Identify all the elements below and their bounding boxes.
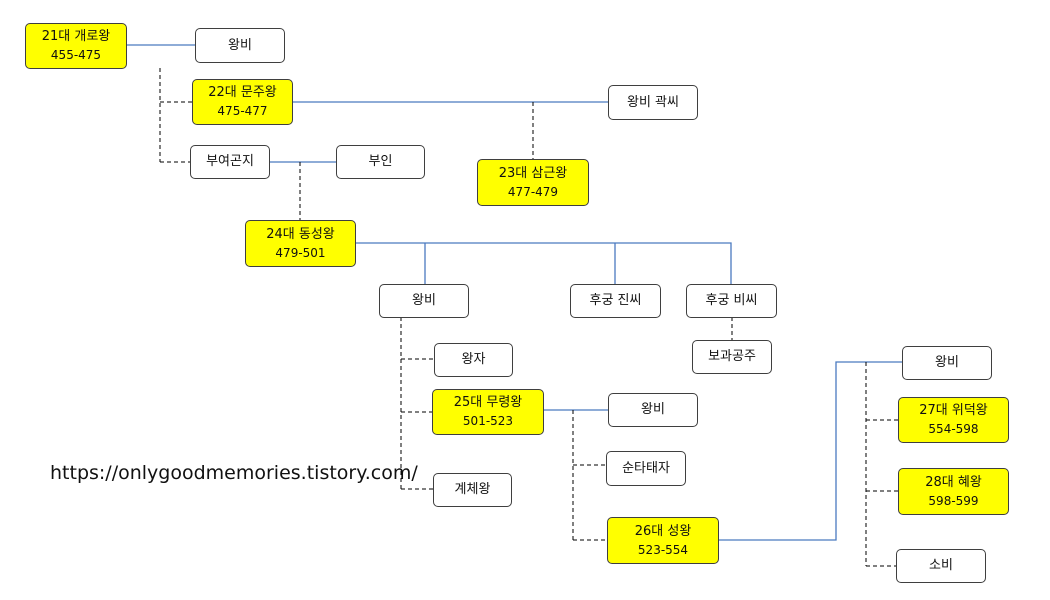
king-name: 27대 위덕왕 — [919, 403, 988, 418]
person-label: 보과공주 — [708, 349, 756, 364]
king-name: 26대 성왕 — [634, 523, 692, 539]
person-label: 후궁 진씨 — [589, 293, 642, 308]
king-22-munjuwang: 22대 문주왕 475-477 — [192, 79, 293, 125]
king-name: 22대 문주왕 — [208, 85, 277, 100]
person-wangja: 왕자 — [434, 343, 513, 377]
person-queen-26: 왕비 — [902, 346, 992, 380]
person-label: 왕비 — [935, 355, 959, 370]
person-label: 왕비 — [228, 37, 252, 53]
person-label: 후궁 비씨 — [705, 293, 758, 308]
person-label: 부인 — [368, 154, 393, 169]
person-consort-bi: 후궁 비씨 — [686, 284, 777, 318]
person-bogwa-princess: 보과공주 — [692, 340, 772, 374]
king-26-seongwang: 26대 성왕 523-554 — [607, 517, 719, 564]
person-queen-21: 왕비 — [195, 28, 285, 63]
king-name: 28대 혜왕 — [925, 474, 982, 490]
source-url: https://onlygoodmemories.tistory.com/ — [50, 462, 418, 484]
descent-lines — [159, 68, 898, 567]
king-name: 24대 동성왕 — [266, 226, 335, 242]
reign-years: 554-598 — [928, 422, 979, 436]
person-queen-gwak: 왕비 곽씨 — [608, 85, 698, 120]
king-25-muryeongwang: 25대 무령왕 501-523 — [432, 389, 544, 435]
person-buyeo-gonji: 부여곤지 — [190, 145, 270, 179]
king-name: 21대 개로왕 — [41, 29, 111, 44]
person-label: 소비 — [929, 558, 953, 573]
king-24-dongseongwang: 24대 동성왕 479-501 — [245, 220, 356, 267]
king-21-gaerowang: 21대 개로왕 455-475 — [25, 23, 127, 69]
person-queen-25: 왕비 — [608, 393, 698, 427]
king-name: 23대 삼근왕 — [498, 165, 568, 181]
reign-years: 523-554 — [637, 542, 689, 557]
marriage-lines — [126, 44, 902, 541]
reign-years: 475-477 — [217, 104, 268, 118]
king-28-hyewang: 28대 혜왕 598-599 — [898, 468, 1009, 515]
person-label: 계체왕 — [454, 482, 491, 497]
person-label: 부여곤지 — [206, 154, 254, 169]
person-label: 왕비 곽씨 — [627, 94, 679, 110]
marriage-line-26 — [718, 361, 902, 541]
reign-years: 455-475 — [50, 48, 102, 62]
king-name: 25대 무령왕 — [453, 395, 523, 410]
person-buin: 부인 — [336, 145, 425, 179]
king-23-samgeunwang: 23대 삼근왕 477-479 — [477, 159, 589, 206]
reign-years: 598-599 — [928, 493, 979, 508]
reign-years: 477-479 — [507, 184, 559, 199]
person-sunta-prince: 순타태자 — [606, 451, 686, 486]
person-queen-24: 왕비 — [379, 284, 469, 318]
reign-years: 501-523 — [462, 414, 514, 428]
reign-years: 479-501 — [275, 245, 326, 260]
person-label: 왕자 — [461, 352, 486, 367]
king-27-wideokwang: 27대 위덕왕 554-598 — [898, 397, 1009, 443]
person-label: 왕비 — [412, 293, 436, 308]
person-label: 왕비 — [641, 402, 665, 417]
person-consort-jin: 후궁 진씨 — [570, 284, 661, 318]
marriage-line-24 — [355, 242, 732, 284]
person-gyeche-king: 계체왕 — [433, 473, 512, 507]
person-label: 순타태자 — [622, 460, 670, 476]
person-sobi: 소비 — [896, 549, 986, 583]
